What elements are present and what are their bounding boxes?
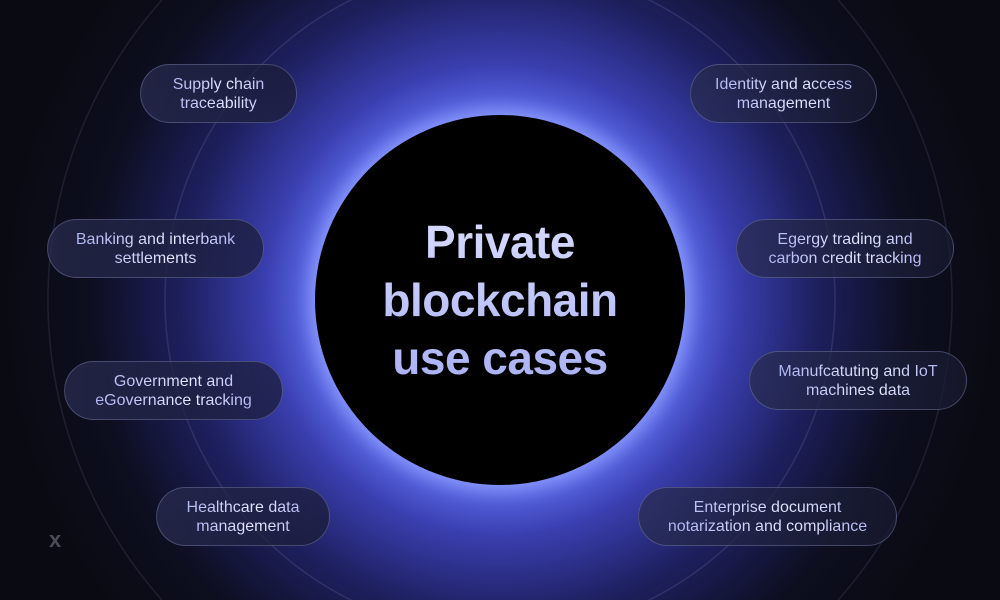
use-case-pill: Healthcare data management [156,487,330,546]
diagram-title: Private blockchain use cases [350,213,650,387]
use-case-pill: Enterprise document notarization and com… [638,487,897,546]
brand-logo: x [49,527,62,552]
use-case-label: Identity and access management [704,75,864,113]
use-case-label: Banking and interbank settlements [66,230,246,268]
use-case-label: Government and eGovernance tracking [84,372,264,410]
use-case-pill: Government and eGovernance tracking [64,361,283,420]
use-case-label: Egergy trading and carbon credit trackin… [755,230,935,268]
center-circle: Private blockchain use cases [315,115,685,485]
use-case-pill: Banking and interbank settlements [47,219,264,278]
use-case-label: Healthcare data management [173,498,313,536]
use-case-label: Enterprise document notarization and com… [653,498,883,536]
use-case-pill: Manufcatuting and IoT machines data [749,351,967,410]
use-case-pill: Supply chain traceability [140,64,297,123]
use-case-label: Manufcatuting and IoT machines data [768,362,948,400]
use-case-pill: Identity and access management [690,64,877,123]
use-case-pill: Egergy trading and carbon credit trackin… [736,219,954,278]
use-case-label: Supply chain traceability [159,75,279,113]
